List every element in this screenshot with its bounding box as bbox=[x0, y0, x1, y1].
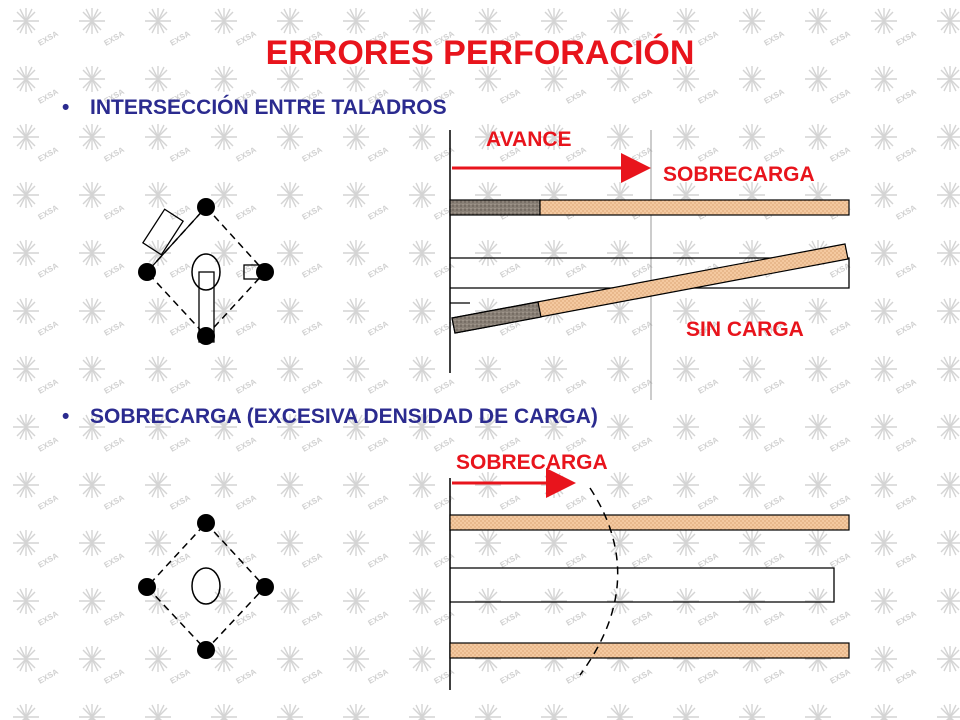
drill-hole-left bbox=[138, 263, 156, 281]
deviated-stemming bbox=[451, 301, 542, 334]
drill-hole-right bbox=[256, 263, 274, 281]
label-avance: AVANCE bbox=[486, 128, 572, 151]
bullet-dot: • bbox=[62, 405, 70, 428]
drill-hole-left-2 bbox=[138, 578, 156, 596]
empty-hole-2 bbox=[450, 567, 835, 603]
intersection-section bbox=[449, 130, 850, 400]
charge-top bbox=[539, 199, 850, 216]
bullet-overload: • SOBRECARGA (EXCESIVA DENSIDAD DE CARGA) bbox=[62, 405, 598, 429]
drill-hole-bottom-2 bbox=[197, 641, 215, 659]
relief-hole bbox=[191, 253, 221, 291]
page-title: ERRORES PERFORACIÓN bbox=[265, 34, 695, 72]
intersection-pattern bbox=[138, 198, 274, 345]
charge-2 bbox=[449, 642, 850, 659]
label-sobrecarga-top: SOBRECARGA bbox=[663, 163, 815, 186]
bullet-dot: • bbox=[62, 96, 70, 119]
overload-pattern bbox=[138, 514, 274, 659]
overload-dashed-outline bbox=[145, 521, 267, 652]
stemming-top bbox=[449, 199, 541, 216]
deviated-hole-outline bbox=[141, 208, 185, 256]
relief-hole-bottom bbox=[191, 567, 221, 605]
drill-hole-top bbox=[197, 198, 215, 216]
bullet-overload-label: SOBRECARGA (EXCESIVA DENSIDAD DE CARGA) bbox=[90, 405, 598, 428]
deviation-line bbox=[146, 206, 207, 273]
overload-section bbox=[449, 468, 850, 690]
label-sin-carga: SIN CARGA bbox=[686, 318, 804, 341]
drill-hole-bottom bbox=[197, 327, 215, 345]
bullet-intersection: • INTERSECCIÓN ENTRE TALADROS bbox=[62, 96, 447, 120]
drill-hole-top-2 bbox=[197, 514, 215, 532]
charge-1 bbox=[449, 514, 850, 531]
breakage-curve bbox=[579, 487, 619, 676]
drill-hole-right-2 bbox=[256, 578, 274, 596]
bullet-intersection-label: INTERSECCIÓN ENTRE TALADROS bbox=[90, 96, 447, 119]
